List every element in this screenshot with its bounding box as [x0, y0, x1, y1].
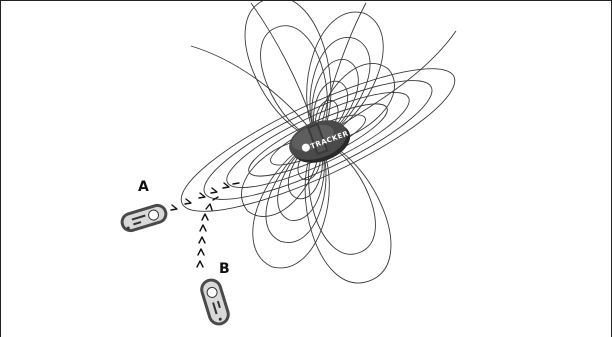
approach-path-b: [196, 196, 219, 268]
receiver-b-label: B: [219, 261, 230, 277]
receiver-a-label: A: [138, 179, 149, 195]
tracker-logo-icon: [301, 143, 310, 152]
receiver-b: [200, 278, 230, 326]
tracker-device: TRACKER: [289, 120, 351, 163]
receiver-a: [120, 203, 168, 233]
approach-path-a: [170, 182, 240, 211]
